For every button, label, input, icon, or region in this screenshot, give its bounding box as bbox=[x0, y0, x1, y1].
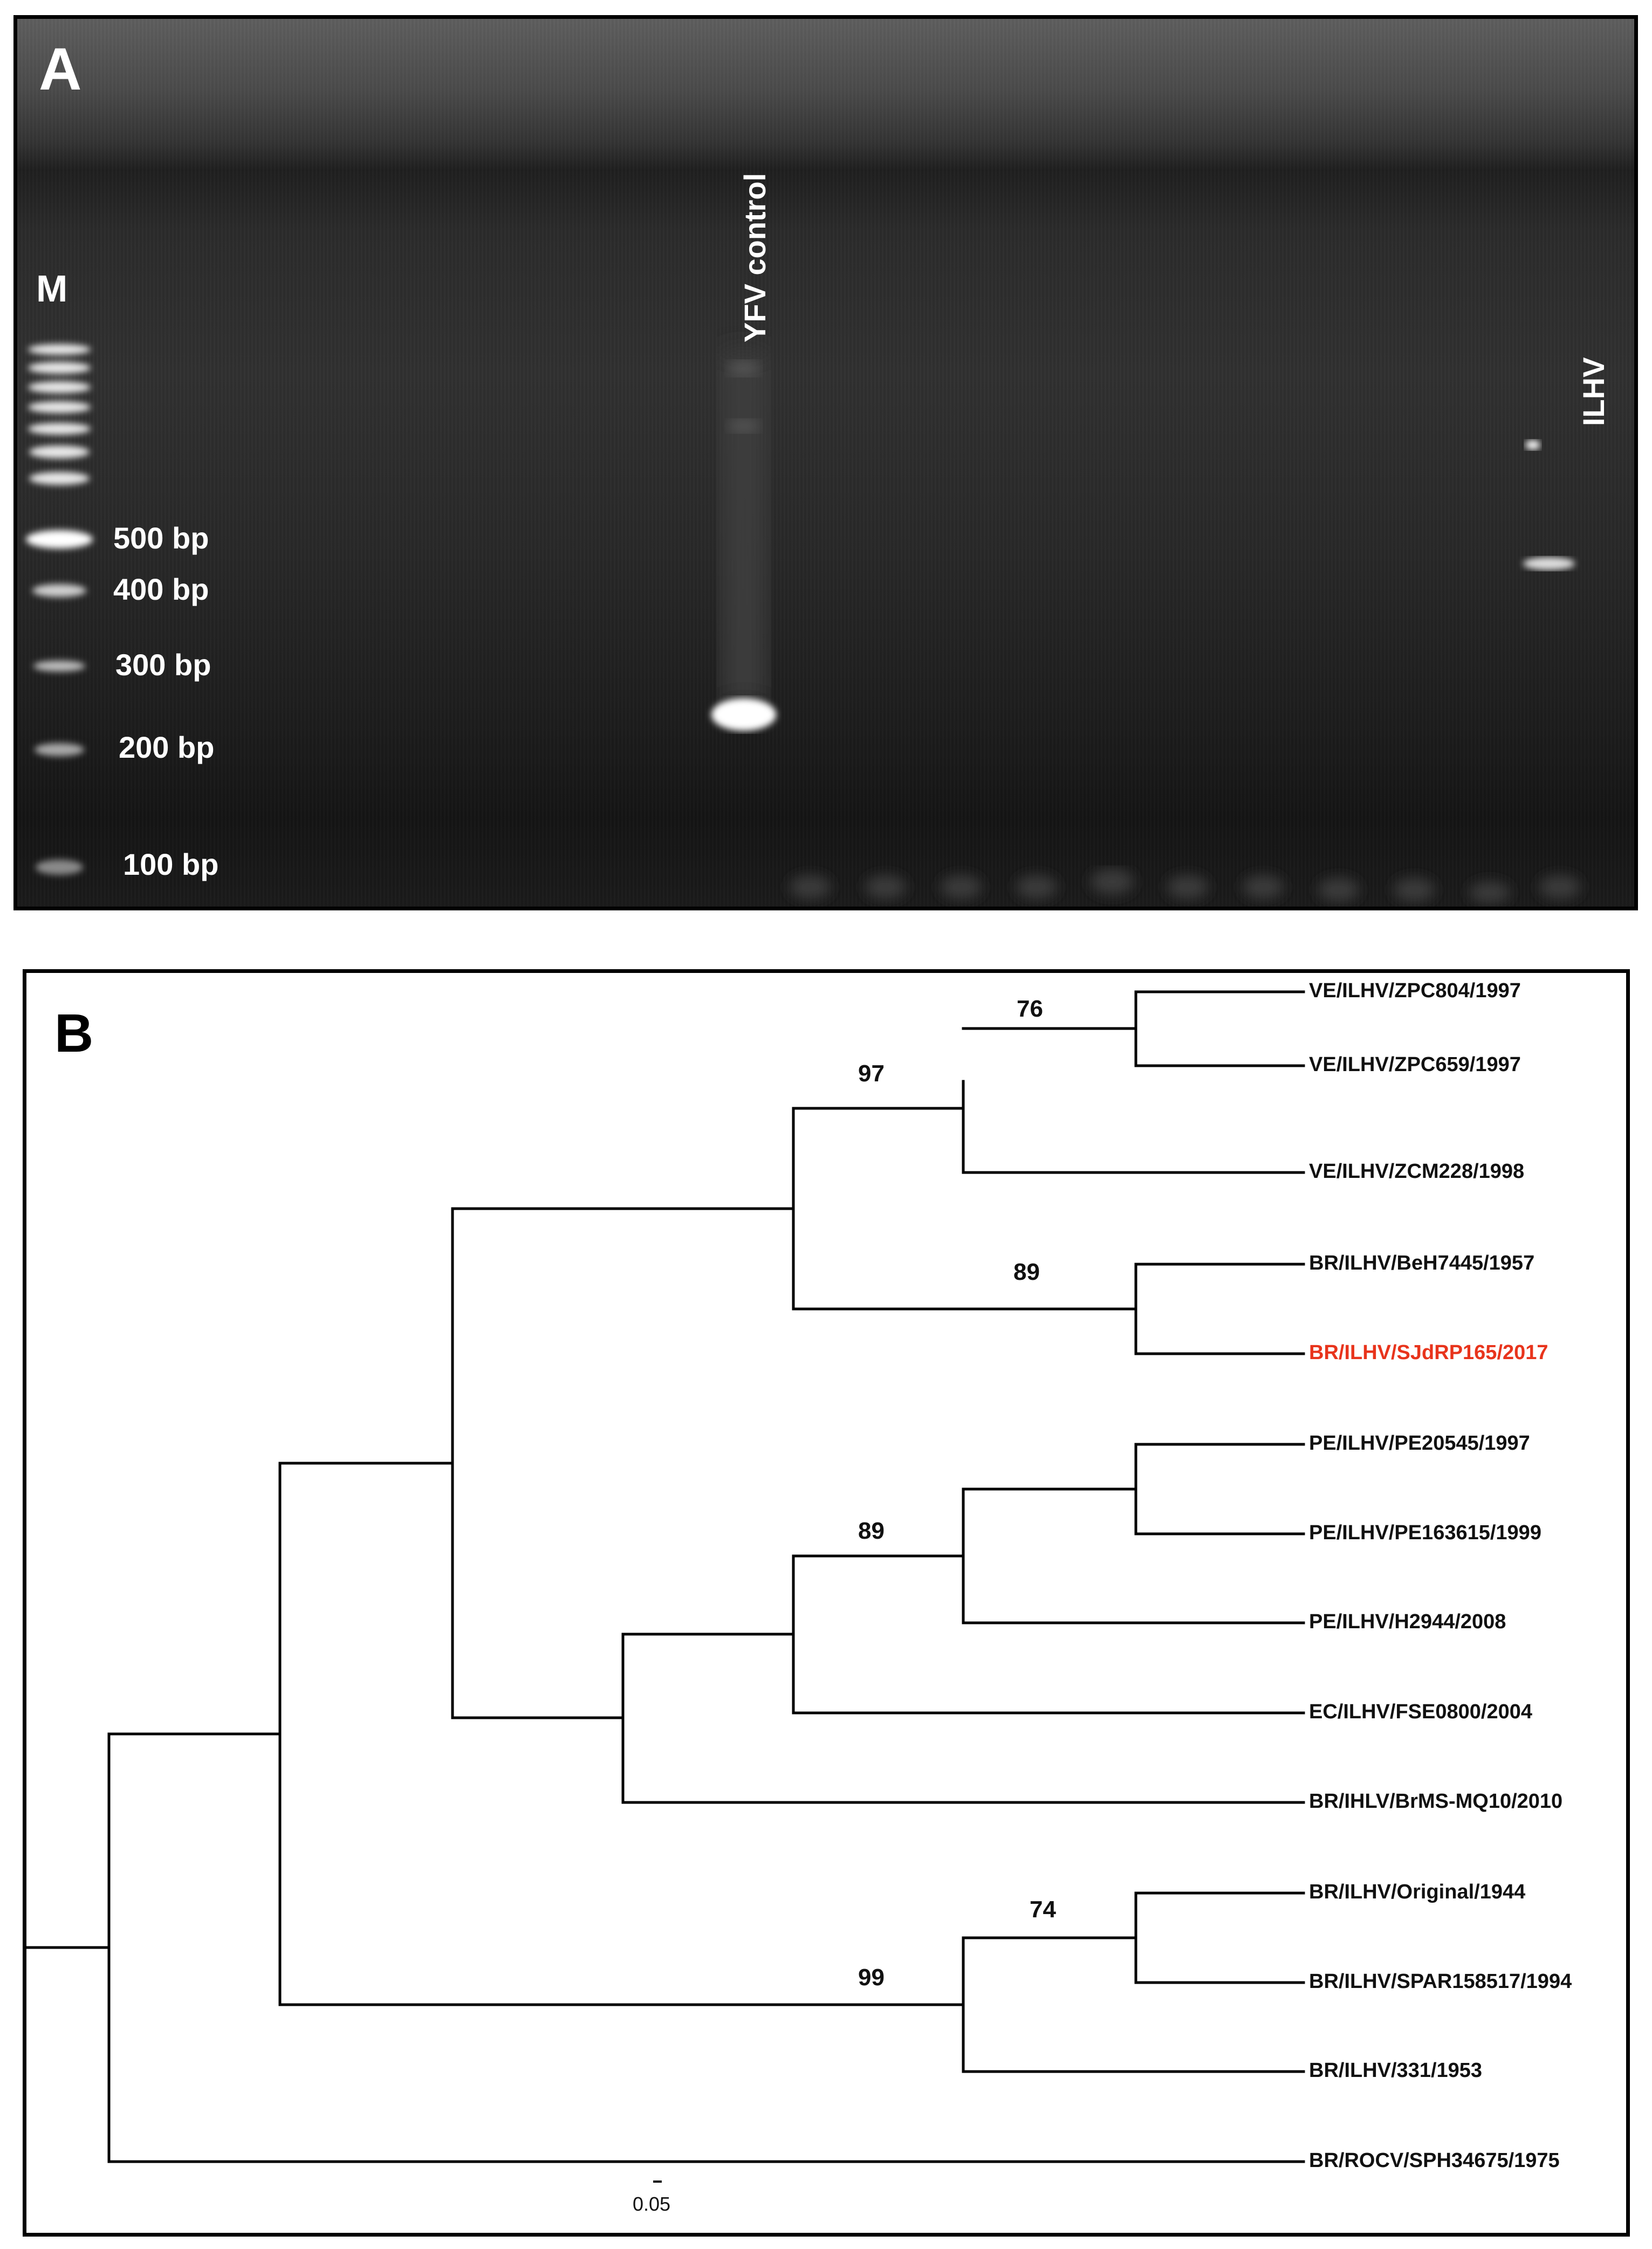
phylogenetic-tree-panel: B bbox=[23, 969, 1630, 2237]
marker-ladder bbox=[26, 344, 93, 875]
lane-label-yfv-control: YFV control bbox=[738, 173, 772, 342]
bootstrap-value: 89 bbox=[858, 1518, 885, 1544]
panel-b-letter: B bbox=[54, 1003, 94, 1064]
leaf-label: PE/ILHV/PE163615/1999 bbox=[1309, 1521, 1541, 1544]
bootstrap-value: 76 bbox=[1017, 996, 1043, 1022]
leaf-label: BR/IHLV/BrMS-MQ10/2010 bbox=[1309, 1790, 1563, 1813]
leaf-label: BR/ROCV/SPH34675/1975 bbox=[1309, 2149, 1560, 2172]
bootstrap-value: 97 bbox=[858, 1060, 885, 1087]
scale-bar-label: 0.05 bbox=[633, 2193, 671, 2215]
leaf-label: EC/ILHV/FSE0800/2004 bbox=[1309, 1701, 1532, 1723]
control-lane bbox=[711, 353, 776, 731]
gel-image bbox=[26, 344, 1580, 903]
gel-background bbox=[17, 19, 1634, 907]
leaf-label: BR/ILHV/Original/1944 bbox=[1309, 1881, 1526, 1903]
ladder-label-300: 300 bp bbox=[115, 648, 211, 682]
ladder-label-200: 200 bp bbox=[119, 730, 215, 764]
lane-label-ilhv: ILHV bbox=[1576, 357, 1610, 426]
gel-panel: A M 500 bp 400 bp 300 bp 200 bp 100 bp Y… bbox=[13, 15, 1638, 910]
bootstrap-value: 74 bbox=[1030, 1896, 1056, 1923]
leaf-label: PE/ILHV/PE20545/1997 bbox=[1309, 1432, 1530, 1455]
leaf-label: VE/ILHV/ZPC659/1997 bbox=[1309, 1053, 1521, 1076]
leaf-label: VE/ILHV/ZCM228/1998 bbox=[1309, 1160, 1525, 1183]
ladder-label-400: 400 bp bbox=[113, 572, 209, 606]
leaf-label: BR/ILHV/SPAR158517/1994 bbox=[1309, 1970, 1572, 1993]
bootstrap-value: 99 bbox=[858, 1964, 885, 1991]
marker-lane-label: M bbox=[36, 268, 68, 310]
highlighted-leaf-label: BR/ILHV/SJdRP165/2017 bbox=[1309, 1341, 1548, 1364]
bootstrap-value: 89 bbox=[1013, 1259, 1040, 1285]
panel-a-letter: A bbox=[39, 36, 82, 102]
sample-lane bbox=[1523, 440, 1575, 570]
leaf-label: BR/ILHV/BeH7445/1957 bbox=[1309, 1252, 1535, 1274]
leaf-label: BR/ILHV/331/1953 bbox=[1309, 2059, 1483, 2082]
leaf-label: PE/ILHV/H2944/2008 bbox=[1309, 1610, 1506, 1633]
leaf-label: VE/ILHV/ZPC804/1997 bbox=[1309, 979, 1521, 1002]
primer-smear bbox=[790, 869, 1580, 903]
ladder-label-100: 100 bp bbox=[123, 847, 219, 881]
ladder-label-500: 500 bp bbox=[113, 521, 209, 555]
tree-branches bbox=[26, 990, 1305, 2183]
